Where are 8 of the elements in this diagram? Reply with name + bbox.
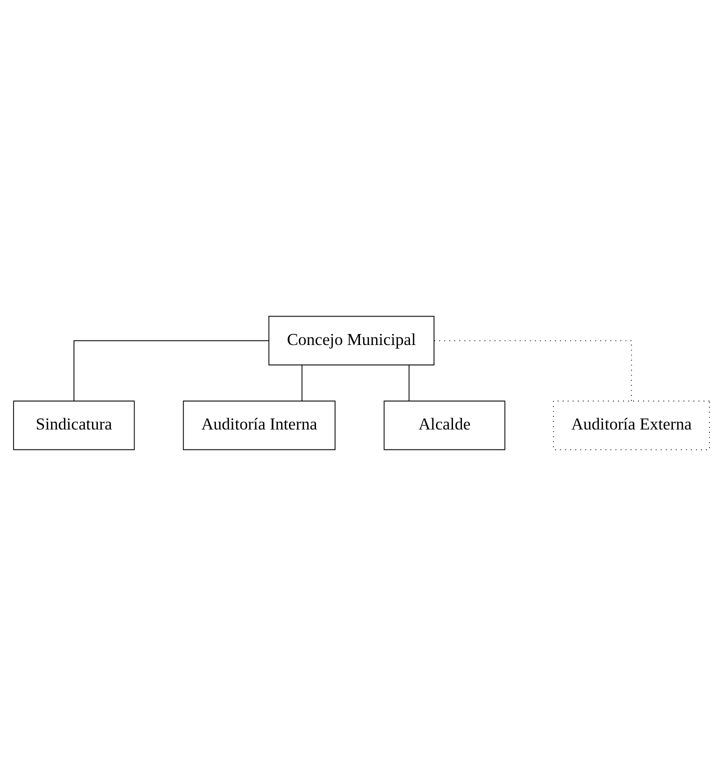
connector (408, 364, 410, 402)
node-box: Auditoría Interna (182, 400, 336, 450)
connector (74, 340, 269, 402)
node-box: Alcalde (384, 400, 506, 450)
node-box: Sindicatura (13, 400, 135, 450)
node-box: Auditoría Externa (553, 400, 710, 450)
node-box: Concejo Municipal (268, 316, 434, 366)
connector (434, 340, 632, 402)
